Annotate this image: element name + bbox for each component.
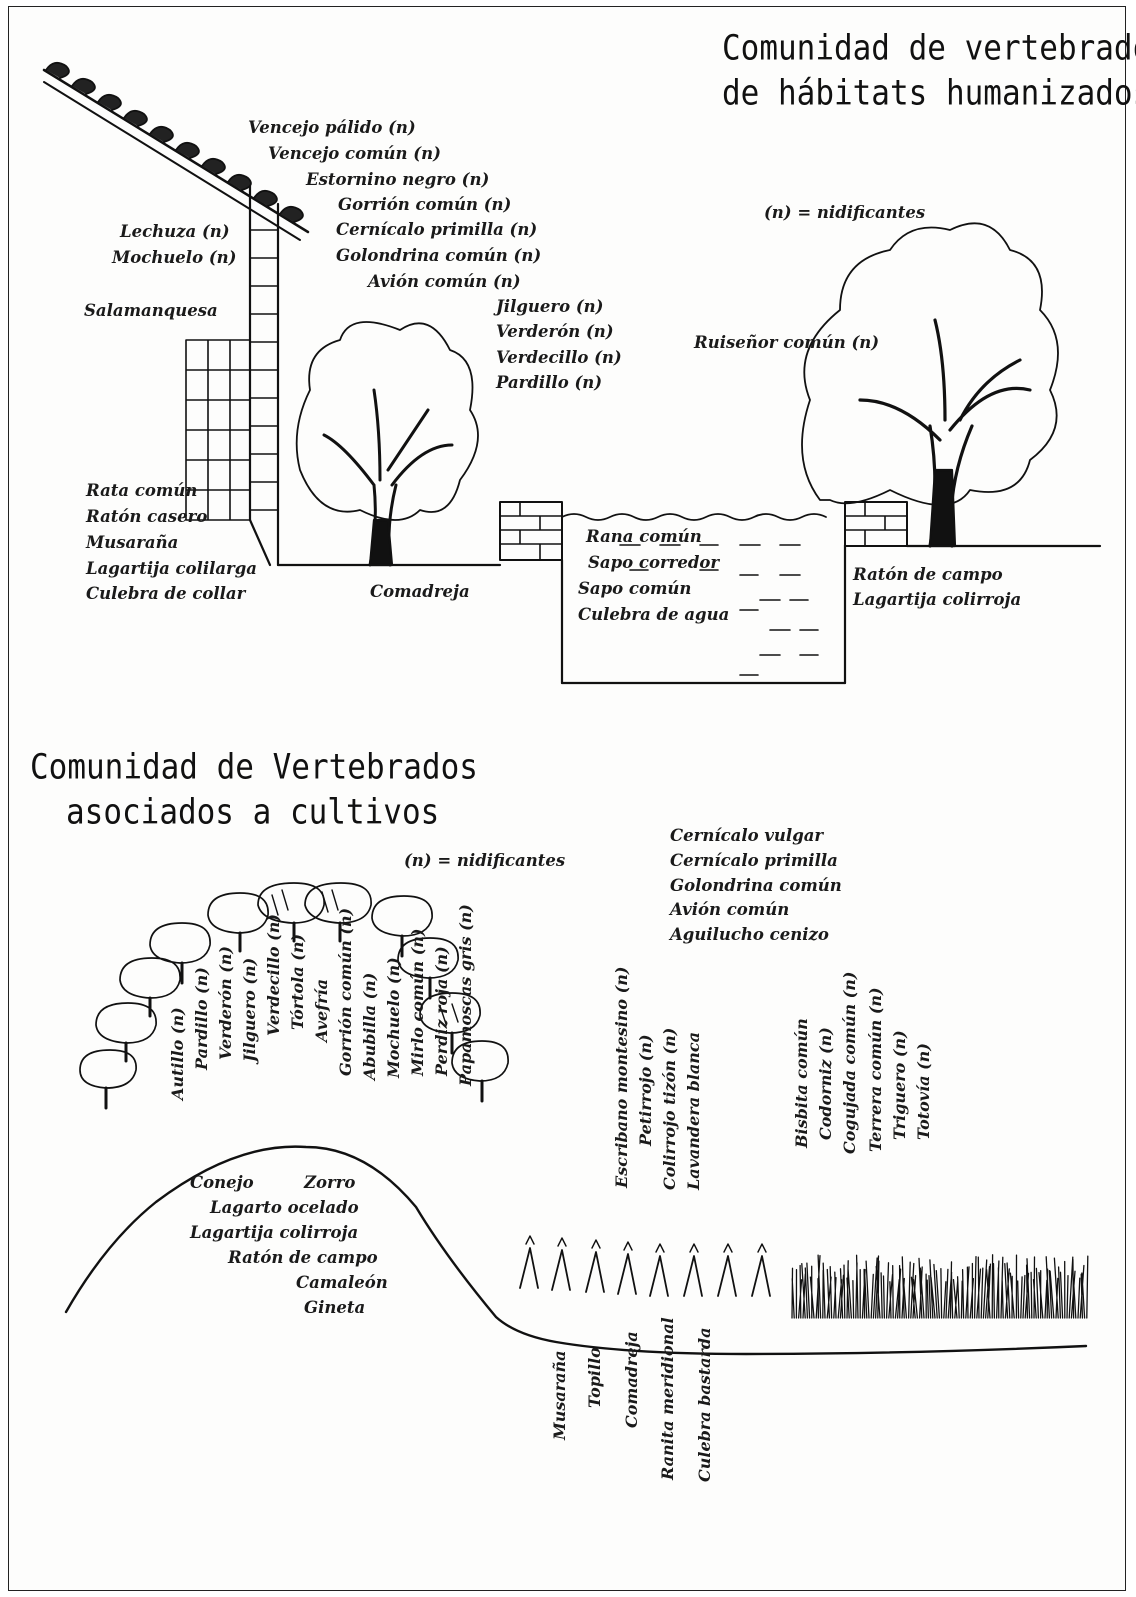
hill-vertical-label: Jilguero (n) bbox=[240, 957, 259, 1062]
hill bbox=[64, 882, 1088, 1356]
sky-label: Aguilucho cenizo bbox=[670, 925, 829, 944]
ground-label: Rata común bbox=[86, 481, 198, 500]
pond-label: Sapo corredor bbox=[588, 553, 720, 572]
hill-vertical-label: Verdecillo (n) bbox=[264, 914, 283, 1036]
vineyard-vertical-label: Petirrojo (n) bbox=[636, 1034, 655, 1146]
below-ground-vertical-label: Ranita meridional bbox=[658, 1317, 677, 1480]
garden-wall-left bbox=[499, 501, 564, 685]
below-ground-vertical-label: Topillo bbox=[585, 1347, 604, 1408]
hill-label: Camaleón bbox=[296, 1273, 388, 1292]
roof-label: Estornino negro (n) bbox=[306, 170, 490, 189]
roof-label: Avión común (n) bbox=[368, 272, 521, 291]
roof-label: Vencejo común (n) bbox=[268, 144, 441, 163]
hill-label: Lagartija colirroja bbox=[190, 1223, 359, 1242]
tree-label: Verdecillo (n) bbox=[496, 348, 622, 367]
ground-label: Ratón casero bbox=[86, 507, 208, 526]
hill-vertical-label: Perdiz roja (n) bbox=[432, 946, 451, 1076]
top-title: Comunidad de vertebrados de hábitats hum… bbox=[722, 26, 1136, 116]
hill-vertical-label: Verderón (n) bbox=[216, 946, 235, 1060]
below-ground-vertical-label: Musaraña bbox=[550, 1350, 569, 1440]
left-tree bbox=[295, 321, 479, 567]
ground-label: Musaraña bbox=[86, 533, 179, 552]
pond-label: Culebra de agua bbox=[578, 605, 730, 624]
hill-label: Conejo bbox=[190, 1173, 254, 1192]
tree-label: Verderón (n) bbox=[496, 322, 614, 341]
wall-label: Lechuza (n) bbox=[120, 222, 230, 241]
vineyard-vertical-label: Colirrojo tizón (n) bbox=[660, 1027, 679, 1190]
field-vertical-label: Codorniz (n) bbox=[816, 1027, 835, 1140]
sky-label: Cernícalo vulgar bbox=[670, 826, 824, 845]
roof-label: Golondrina común (n) bbox=[336, 246, 542, 265]
wall-label: Salamanquesa bbox=[84, 301, 218, 320]
wheat-field bbox=[791, 1254, 1089, 1319]
garden-label: Comadreja bbox=[370, 582, 470, 601]
top-legend: (n) = nidificantes bbox=[764, 203, 926, 222]
vineyard bbox=[519, 1235, 771, 1297]
field-vertical-label: Totovía (n) bbox=[914, 1043, 933, 1140]
ground-label: Culebra de collar bbox=[86, 584, 246, 603]
right-ground-label: Lagartija colirroja bbox=[853, 590, 1022, 609]
hill-label: Ratón de campo bbox=[228, 1248, 378, 1267]
field-vertical-label: Triguero (n) bbox=[890, 1030, 909, 1140]
hill-label: Gineta bbox=[304, 1298, 366, 1317]
wall-label: Mochuelo (n) bbox=[112, 248, 237, 267]
right-ground-label: Ratón de campo bbox=[853, 565, 1003, 584]
vineyard-vertical-label: Lavandera blanca bbox=[684, 1031, 703, 1190]
tree-label: Pardillo (n) bbox=[496, 373, 603, 392]
hill-label: Lagarto ocelado bbox=[210, 1198, 359, 1217]
right-tree bbox=[801, 222, 1059, 548]
vineyard-vertical-label: Escribano montesino (n) bbox=[612, 966, 631, 1188]
pond-label: Rana común bbox=[586, 527, 702, 546]
bottom-legend: (n) = nidificantes bbox=[404, 851, 566, 870]
below-ground-vertical-label: Culebra bastarda bbox=[695, 1327, 714, 1482]
hill-vertical-label: Avefría bbox=[312, 979, 331, 1042]
bottom-title: Comunidad de Vertebrados asociados a cul… bbox=[30, 745, 478, 835]
hill-vertical-label: Gorrión común (n) bbox=[336, 907, 355, 1076]
hill-vertical-label: Autillo (n) bbox=[168, 1007, 187, 1100]
bottom-title-line-1: Comunidad de Vertebrados bbox=[30, 747, 478, 788]
hill-vertical-label: Mochuelo (n) bbox=[384, 957, 403, 1078]
hill-vertical-label: Mirlo común (n) bbox=[408, 928, 427, 1077]
hill-vertical-label: Papamoscas gris (n) bbox=[456, 904, 475, 1086]
sky-label: Golondrina común bbox=[670, 876, 842, 895]
top-title-line-1: Comunidad de vertebrados bbox=[722, 28, 1136, 69]
hill-label: Zorro bbox=[304, 1173, 356, 1192]
hill-vertical-label: Abubilla (n) bbox=[360, 972, 379, 1080]
house-wall bbox=[185, 184, 502, 567]
garden-wall-right bbox=[844, 501, 1102, 548]
sky-label: Avión común bbox=[670, 900, 790, 919]
tree-label: Jilguero (n) bbox=[496, 297, 604, 316]
field-vertical-label: Terrera común (n) bbox=[866, 987, 885, 1152]
hill-vertical-label: Pardillo (n) bbox=[192, 967, 211, 1070]
roof-drawing bbox=[42, 61, 310, 241]
below-ground-vertical-label: Comadreja bbox=[622, 1331, 641, 1428]
ground-label: Lagartija colilarga bbox=[86, 559, 257, 578]
bottom-title-line-2: asociados a cultivos bbox=[66, 792, 440, 833]
field-vertical-label: Bisbita común bbox=[792, 1018, 811, 1148]
field-vertical-label: Cogujada común (n) bbox=[840, 971, 859, 1154]
right-tree-label: Ruiseñor común (n) bbox=[694, 333, 880, 352]
pond-label: Sapo común bbox=[578, 579, 692, 598]
hill-vertical-label: Tórtola (n) bbox=[288, 933, 307, 1030]
roof-label: Cernícalo primilla (n) bbox=[336, 220, 538, 239]
sky-label: Cernícalo primilla bbox=[670, 851, 838, 870]
roof-label: Vencejo pálido (n) bbox=[248, 118, 416, 137]
diagram-frame bbox=[8, 6, 1126, 1591]
roof-label: Gorrión común (n) bbox=[338, 195, 512, 214]
top-title-line-2: de hábitats humanizados bbox=[722, 73, 1136, 114]
pond bbox=[560, 513, 847, 685]
